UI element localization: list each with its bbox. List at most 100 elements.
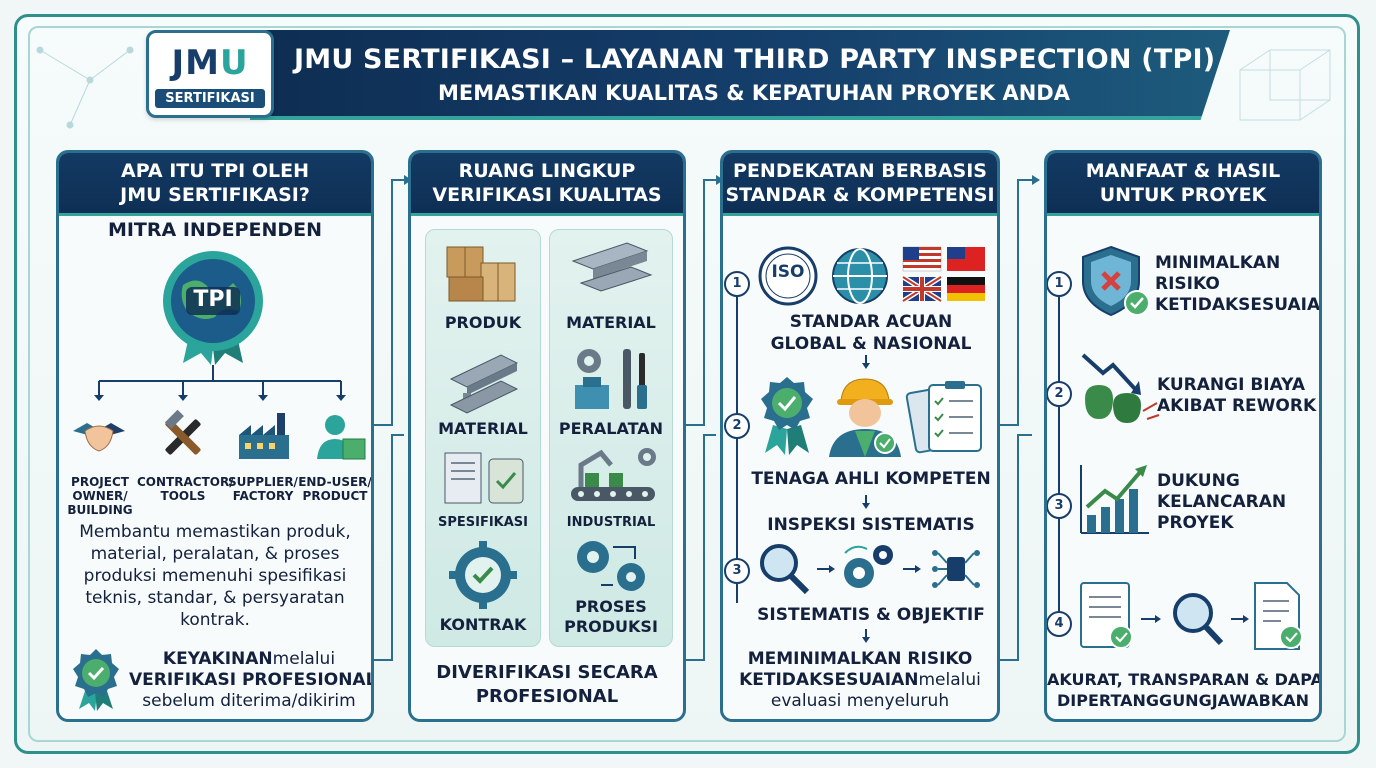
description-line-2: material, peralatan, & proses xyxy=(90,544,340,564)
scope-footer: DIVERIFIKASI SECARA PROFESIONAL xyxy=(411,661,683,709)
factory-icon xyxy=(239,413,289,459)
stakeholder-contractor-line2: TOOLS xyxy=(160,489,206,503)
arrow-down-3 xyxy=(862,629,870,643)
scope-column-right xyxy=(549,229,673,647)
iso-label: ISO xyxy=(771,262,805,282)
approach-conclusion: MEMINIMALKAN RISIKO KETIDAKSESUAIANmelal… xyxy=(723,649,997,712)
cost-savings-icon xyxy=(1081,353,1160,423)
scope-footer-line2: PROFESIONAL xyxy=(475,686,619,707)
equipment-icon xyxy=(575,349,647,409)
benefit-number-2: 2 xyxy=(1047,381,1072,407)
benefit-timeline xyxy=(1058,283,1060,623)
logo-text-main: JM xyxy=(171,43,220,83)
certified-badge-icon xyxy=(73,649,119,711)
arrow-down-2 xyxy=(862,495,870,509)
stakeholder-label-end-user: END-USER/ PRODUCT xyxy=(297,475,371,503)
benefit-1-line1: MINIMALKAN xyxy=(1155,253,1281,273)
conclusion-line3: evaluasi menyeluruh xyxy=(770,691,950,711)
specification-icon xyxy=(444,452,524,504)
stakeholder-owner-line2: OWNER/ xyxy=(72,489,128,503)
panel-scope: RUANG LINGKUP VERIFIKASI KUALITAS PRODUK… xyxy=(408,150,686,722)
inner-frame xyxy=(28,26,1346,742)
tools-icon xyxy=(164,409,201,455)
step3b-label: SISTEMATIS & OBJEKTIF xyxy=(757,605,985,625)
scope-item-spesifikasi: SPESIFIKASI xyxy=(437,515,529,530)
panel-1-header: APA ITU TPI OLEH JMU SERTIFIKASI? xyxy=(59,153,371,216)
stakeholder-label-contractor: CONTRACTOR/ TOOLS xyxy=(137,475,234,503)
conclusion-line1: MEMINIMALKAN RISIKO xyxy=(747,649,973,669)
step2-label: TENAGA AHLI KOMPETEN xyxy=(751,469,991,489)
step-number-3: 3 xyxy=(724,558,750,584)
description-line-1: Membantu memastikan produk, xyxy=(79,522,351,542)
page-subtitle: MEMASTIKAN KUALITAS & KEPATUHAN PROYEK A… xyxy=(438,81,1070,105)
assurance-bold: KEYAKINAN xyxy=(162,649,273,669)
panel-4-title-line1: MANFAAT & HASIL xyxy=(1085,160,1281,182)
step-number-2: 2 xyxy=(724,413,750,439)
panel-3-title-line1: PENDEKATAN BERBASIS xyxy=(733,160,987,182)
shield-risk-icon xyxy=(1082,245,1150,317)
benefit-4-line1: AKURAT, TRANSPARAN & DAPAT xyxy=(1047,670,1322,689)
benefit-number-1: 1 xyxy=(1047,271,1072,297)
award-ribbon-icon xyxy=(761,377,813,455)
conclusion-rest: melalui xyxy=(918,670,981,690)
panel-2-title-line2: VERIFIKASI KUALITAS xyxy=(432,184,662,206)
benefit-3-line3: PROYEK xyxy=(1157,513,1234,533)
logo-subtext: SERTIFIKASI xyxy=(155,89,265,108)
benefit-3-text: DUKUNG KELANCARAN PROYEK xyxy=(1157,471,1319,534)
growth-chart-icon xyxy=(1080,465,1149,534)
benefit-2-line1: KURANGI BIAYA xyxy=(1157,375,1306,395)
inspection-flow-icon xyxy=(760,544,980,595)
step1-line2: GLOBAL & NASIONAL xyxy=(770,334,972,354)
panel-benefits: MANFAAT & HASIL UNTUK PROYEK 1 2 3 4 MIN… xyxy=(1044,150,1322,722)
checklist-clipboard-icon xyxy=(905,381,982,454)
scope-item-produk: PRODUK xyxy=(444,313,522,332)
step1-label: STANDAR ACUAN GLOBAL & NASIONAL xyxy=(751,311,991,355)
benefit-1-line3: KETIDAKSESUAIAN xyxy=(1155,295,1322,315)
stakeholder-supplier-line2: FACTORY xyxy=(232,489,294,503)
page-title: JMU SERTIFIKASI – LAYANAN THIRD PARTY IN… xyxy=(294,44,1216,75)
scope-footer-line1: DIVERIFIKASI SECARA xyxy=(436,662,658,683)
benefit-3-line1: DUKUNG xyxy=(1157,471,1240,491)
scope-item-produksi: PRODUKSI xyxy=(564,617,658,636)
globe-icon xyxy=(832,248,888,304)
handshake-icon xyxy=(73,423,125,452)
stakeholder-contractor-line1: CONTRACTOR/ xyxy=(137,475,234,489)
industrial-robot-icon xyxy=(571,448,656,501)
benefit-2-text: KURANGI BIAYA AKIBAT REWORK xyxy=(1157,375,1319,417)
stakeholder-label-owner: PROJECT OWNER/ BUILDING xyxy=(63,475,137,517)
benefit-4-line2: DIPERTANGGUNGJAWABKAN xyxy=(1056,691,1309,710)
panel-approach: PENDEKATAN BERBASIS STANDAR & KOMPETENSI… xyxy=(720,150,1000,722)
tpi-badge-icon xyxy=(163,251,263,365)
stakeholder-owner-line1: PROJECT xyxy=(71,475,129,489)
benefit-1-text: MINIMALKAN RISIKO KETIDAKSESUAIAN xyxy=(1155,253,1322,316)
scope-item-kontrak: KONTRAK xyxy=(439,615,527,634)
tpi-badge-label: TPI xyxy=(193,287,233,312)
panel-1-title-line2: JMU SERTIFIKASI? xyxy=(120,184,310,206)
steel-beam-icon xyxy=(449,354,519,414)
inspector-icon xyxy=(829,378,901,457)
scope-item-peralatan: PERALATAN xyxy=(558,419,664,438)
panel-4-title-line2: UNTUK PROYEK xyxy=(1099,184,1267,206)
step-number-1: 1 xyxy=(724,271,750,297)
scope-item-proses: PROSES xyxy=(575,597,647,616)
assurance-rest: melalui xyxy=(272,649,336,669)
assurance-text: KEYAKINANmelalui VERIFIKASI PROFESIONAL … xyxy=(129,649,371,712)
step3-label: INSPEKSI SISTEMATIS xyxy=(767,515,975,535)
panel-what-is-tpi: APA ITU TPI OLEH JMU SERTIFIKASI? MITRA … xyxy=(56,150,374,722)
assurance-line3: sebelum diterima/dikirim xyxy=(142,691,356,711)
benefit-2-line2: AKIBAT REWORK xyxy=(1157,396,1317,416)
boxes-icon xyxy=(446,246,516,302)
panel-2-header: RUANG LINGKUP VERIFIKASI KUALITAS xyxy=(411,153,683,216)
panel-3-header: PENDEKATAN BERBASIS STANDAR & KOMPETENSI xyxy=(723,153,997,216)
tpi-description: Membantu memastikan produk, material, pe… xyxy=(59,521,371,631)
description-line-5: kontrak. xyxy=(180,610,250,630)
benefit-1-line2: RISIKO xyxy=(1155,274,1220,294)
arrow-down-1 xyxy=(862,355,870,369)
stakeholder-label-supplier: SUPPLIER/ FACTORY xyxy=(225,475,301,503)
panel-2-title-line1: RUANG LINGKUP xyxy=(458,160,636,182)
panel-4-header: MANFAAT & HASIL UNTUK PROYEK xyxy=(1047,153,1319,216)
scope-item-material-left: MATERIAL xyxy=(438,419,528,438)
description-line-4: teknis, standar, & persyaratan xyxy=(85,588,345,608)
benefit-4-text: AKURAT, TRANSPARAN & DAPAT DIPERTANGGUNG… xyxy=(1047,669,1319,711)
benefit-number-4: 4 xyxy=(1047,611,1072,637)
